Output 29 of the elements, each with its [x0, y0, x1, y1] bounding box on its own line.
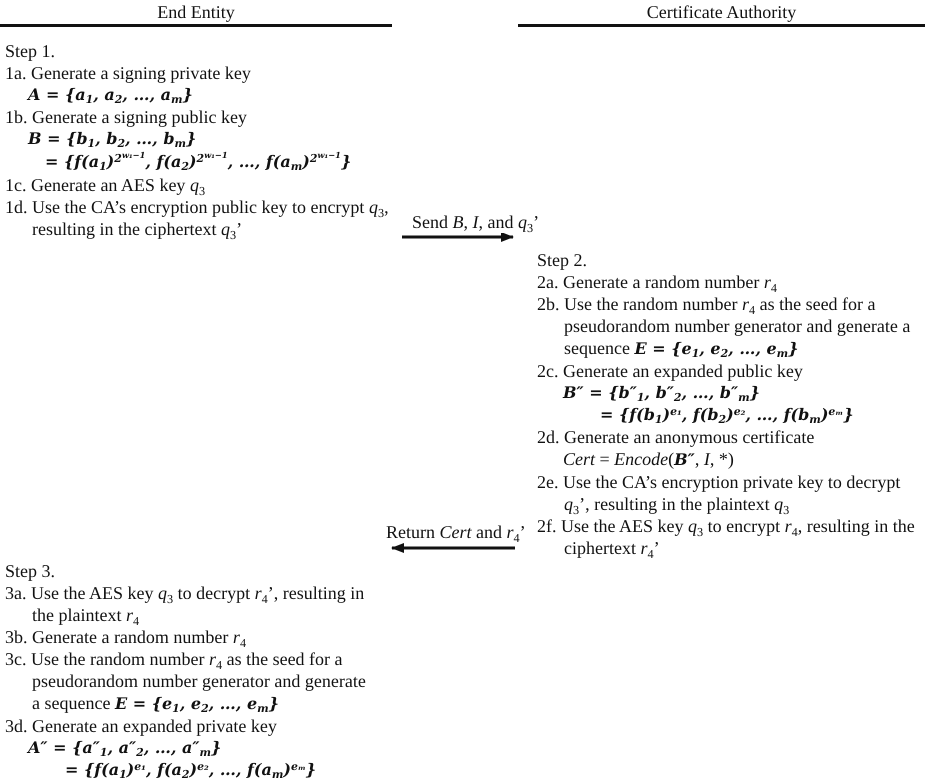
step-instruction: 3d. Generate an expanded private key: [5, 715, 277, 737]
step-instruction: 1d. Use the CA’s encryption public key to encrypt q$_{3}$, resulting in the ciphertext q$_{3}$’: [5, 196, 390, 240]
formula: = {f(a$_{1}$)$^{2}$$^{w₁−1}$, f(a$_{2}$)$^{2}$$^{w₁−1}$, …, f(a$_{m}$)$^{2}$$^{w₁−1}$}: [45, 150, 352, 174]
step-heading: Step 1.: [5, 40, 56, 62]
step-instruction: 2d. Generate an anonymous certificate: [537, 426, 814, 448]
arrow: [402, 232, 514, 242]
step-instruction: 2c. Generate an expanded public key: [537, 360, 803, 382]
arrow: [391, 543, 515, 553]
step-heading: Step 3.: [5, 560, 56, 582]
step-instruction: 1c. Generate an AES key q$_{3}$: [5, 174, 206, 196]
formula: = {f(b$_{1}$)$^{e₁}$, f(b$_{2}$)$^{e₂}$, …, f(b$_{m}$)$^{eₘ}$}: [600, 404, 854, 426]
step-instruction: 2f. Use the AES key q$_{3}$ to encrypt r$_{4}$, resulting in the ciphertext r$_{4}$’: [537, 515, 916, 559]
formula: B = {b$_{1}$, b$_{2}$, …, b$_{m}$}: [28, 128, 196, 150]
formula: B″ = {b″$_{1}$, b″$_{2}$, …, b″$_{m}$}: [563, 382, 760, 404]
formula: A″ = {a″$_{1}$, a″$_{2}$, …, a″$_{m}$}: [28, 737, 222, 759]
column-heading: Certificate Authority: [518, 1, 925, 27]
step-heading: Step 2.: [537, 249, 588, 271]
formula: = {f(a$_{1}$)$^{e₁}$, f(a$_{2}$)$^{e₂}$, …, f(a$_{m}$)$^{eₘ}$}: [65, 759, 316, 781]
column-heading: End Entity: [0, 1, 392, 27]
step-instruction: 3c. Use the random number r$_{4}$ as the seed for a pseudorandom number generator and generate a sequence E = {e$_{1}$, e$_{2}$, …, e$_{m}$}: [5, 648, 367, 715]
formula: A = {a$_{1}$, a$_{2}$, …, a$_{m}$}: [28, 84, 193, 106]
step-instruction: 2e. Use the CA’s encryption private key to decrypt q$_{3}$’, resulting in the plaintext q$_{3}$: [537, 471, 902, 515]
formula: Cert = Encode(B″, I, *): [563, 448, 734, 471]
step-instruction: 1b. Generate a signing public key: [5, 106, 247, 128]
step-instruction: 1a. Generate a signing private key: [5, 62, 251, 84]
step-instruction: 2a. Generate a random number r$_{4}$: [537, 271, 778, 293]
step-instruction: 3b. Generate a random number r$_{4}$: [5, 626, 246, 648]
step-instruction: 3a. Use the AES key q$_{3}$ to decrypt r$_{4}$’, resulting in the plaintext r$_{4}$: [5, 582, 366, 626]
step-instruction: 2b. Use the random number r$_{4}$ as the seed for a pseudorandom number generator and generate a sequence E = {e$_{1}$, e$_{2}$, …, e$_{m}$}: [537, 293, 912, 360]
